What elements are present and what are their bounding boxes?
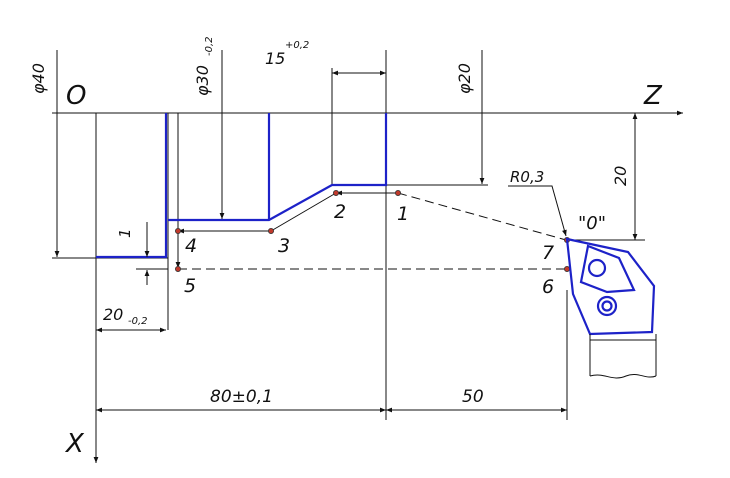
dim-depth1-text: 1: [116, 228, 134, 238]
dim-20-tol: -0,2: [128, 316, 148, 327]
origin-label: O: [66, 81, 86, 111]
point-label-2: 2: [334, 201, 346, 223]
dim-50-text: 50: [462, 387, 484, 407]
tool-path: [175, 190, 567, 270]
point-label-1: 1: [397, 203, 409, 225]
dim-height-20: [567, 113, 645, 241]
cutting-tool: [565, 237, 657, 379]
workpiece-outline: [52, 50, 488, 420]
dim-80-text: 80±0,1: [210, 387, 273, 407]
dim-15-tol: +0,2: [285, 40, 309, 51]
dim-d30-text: φ30: [193, 65, 212, 96]
dim-20-text: 20: [103, 305, 123, 324]
dim-r03-text: R0,3: [510, 168, 544, 186]
point-3: [267, 227, 274, 234]
point-4: [174, 227, 181, 234]
dim-length-50: [386, 290, 568, 420]
point-label-7: 7: [542, 242, 554, 264]
point-label-5: 5: [184, 275, 196, 297]
x-axis-label: X: [64, 429, 85, 459]
path-points: [174, 189, 571, 272]
tool-zero-label: "0": [578, 213, 606, 234]
point-1: [394, 189, 401, 196]
dim-d20-text: φ20: [455, 63, 474, 94]
dim-h20-text: 20: [611, 166, 630, 186]
point-label-6: 6: [542, 276, 554, 298]
dim-radius-leader: [508, 185, 567, 237]
z-axis-label: Z: [643, 81, 663, 111]
dim-d30-tol: -0,2: [204, 36, 215, 56]
point-2: [332, 189, 339, 196]
part-contour: [96, 113, 388, 259]
dim-d40-text: φ40: [29, 63, 48, 94]
point-label-4: 4: [185, 235, 197, 257]
point-label-3: 3: [278, 235, 290, 257]
dim-15-text: 15: [265, 49, 285, 68]
point-5: [174, 265, 181, 272]
point-6: [564, 265, 571, 272]
